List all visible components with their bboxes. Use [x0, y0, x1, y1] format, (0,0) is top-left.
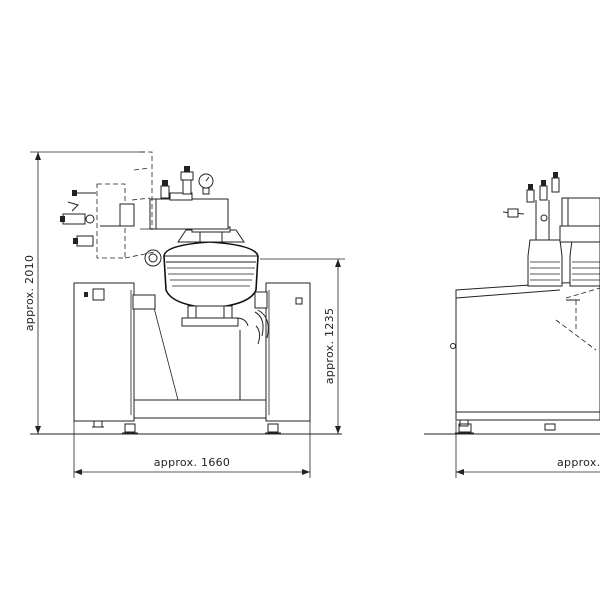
side-valves [502, 172, 560, 240]
right-cabinet [265, 282, 311, 434]
front-view: approx. 2010 approx. 1235 approx. 1660 [23, 151, 345, 478]
side-view: approx. [424, 172, 600, 478]
side-kettle-tilt-outline [555, 287, 600, 351]
side-cabinet [450, 281, 600, 434]
left-cabinet [73, 282, 138, 434]
dim-label-operating-height: approx. 1235 [323, 308, 336, 384]
dimension-height-1235: approx. 1235 [260, 258, 345, 434]
dimension-height-2010: approx. 2010 [23, 151, 145, 434]
side-accessories [60, 190, 135, 247]
dim-label-front-width: approx. 1660 [154, 456, 230, 469]
side-kettles [527, 197, 600, 287]
dimension-side-width: approx. [455, 421, 600, 478]
front-valves [160, 166, 214, 199]
dim-label-side-width: approx. [557, 456, 600, 469]
hoses [254, 309, 269, 345]
kettle-bowl [163, 241, 259, 309]
dimension-width-1660: approx. 1660 [73, 421, 311, 478]
base-frame [134, 299, 266, 419]
upper-housing [140, 192, 229, 230]
drive-unit [181, 305, 249, 327]
dim-label-front-height: approx. 2010 [23, 255, 36, 331]
